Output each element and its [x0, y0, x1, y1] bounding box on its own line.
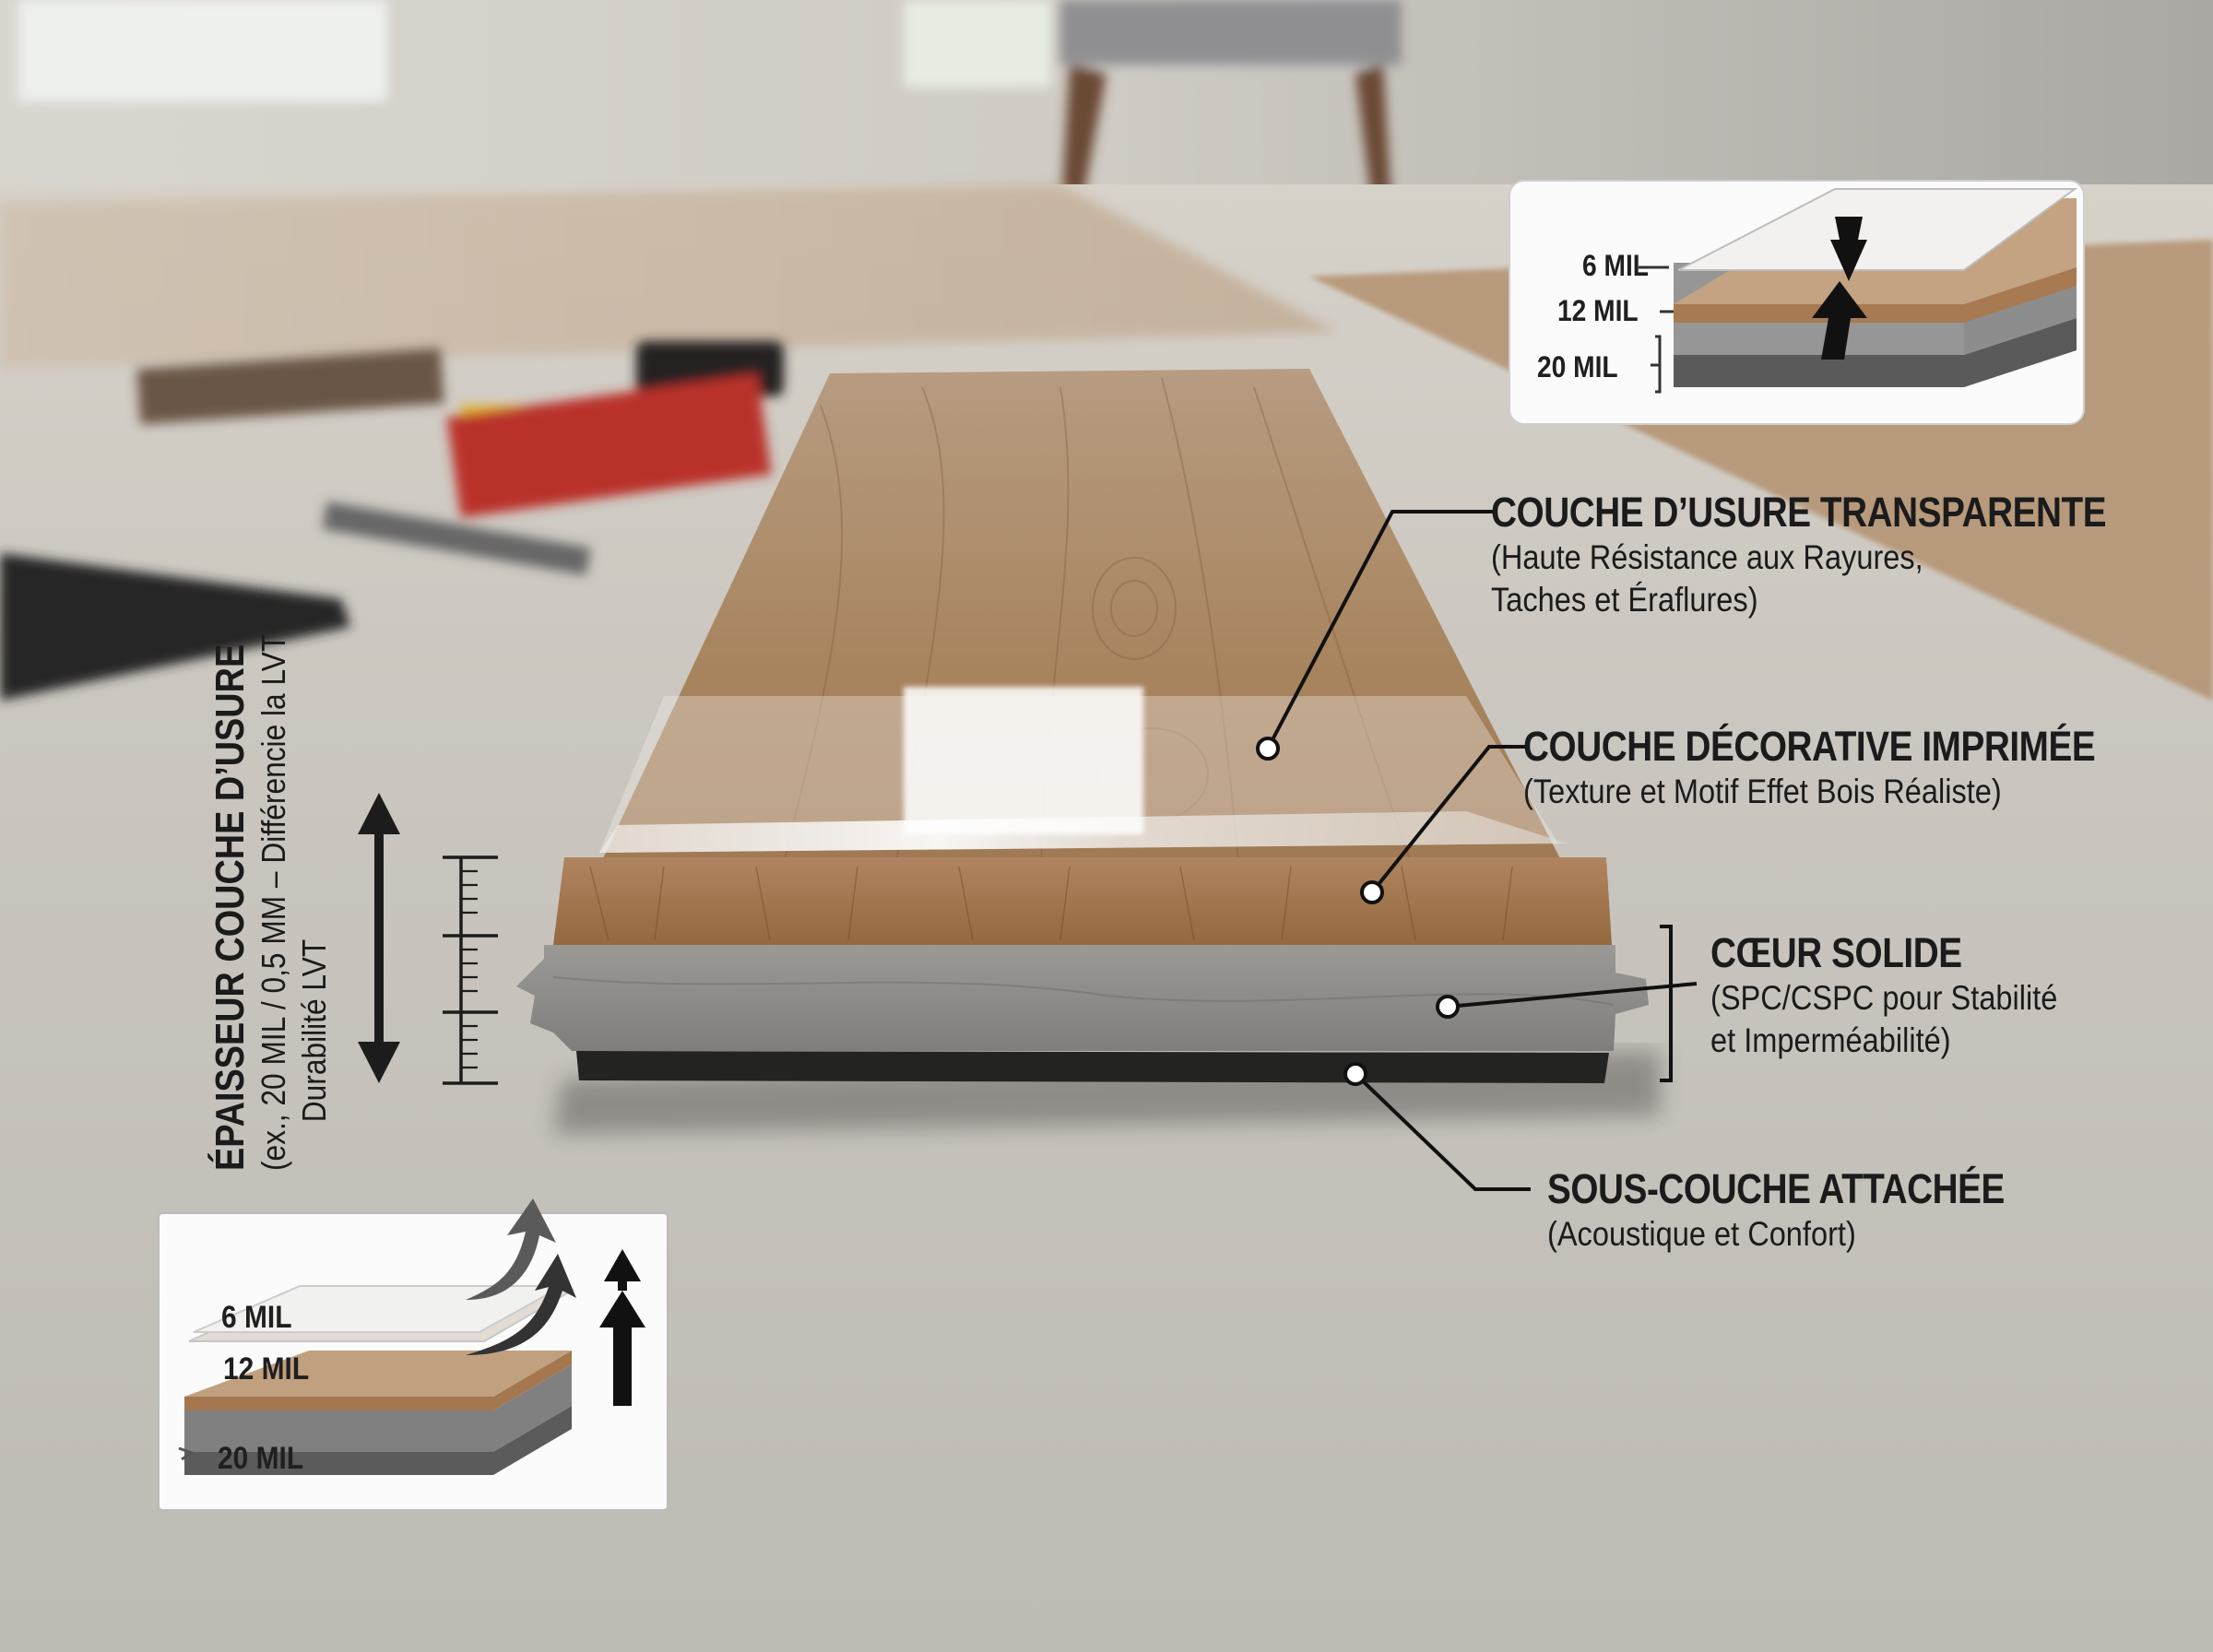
thickness-title: ÉPAISSEUR COUCHE D’USURE	[207, 643, 253, 1171]
core-bracket	[1660, 925, 1673, 1082]
tools	[0, 341, 784, 701]
underlay-layer	[576, 1051, 1609, 1083]
inset-tr-label-6mil: 6 MIL	[1582, 249, 1649, 282]
double-arrow-icon	[358, 793, 400, 1083]
callout-decor-layer: COUCHE DÉCORATIVE IMPRIMÉE (Texture et M…	[1523, 723, 2188, 813]
callout-decor-title: COUCHE DÉCORATIVE IMPRIMÉE	[1523, 723, 2096, 770]
callout-decor-line1: (Texture et Motif Effet Bois Réaliste)	[1523, 773, 2002, 810]
callout-wear-layer: COUCHE D’USURE TRANSPARENTE (Haute Résis…	[1491, 489, 2207, 621]
plank-top-surface	[562, 369, 1604, 945]
leader-lines	[1266, 510, 1698, 1191]
core-layer	[516, 945, 1649, 1051]
leader-wear	[1266, 510, 1494, 749]
dot-underlay	[1343, 1062, 1367, 1086]
leader-underlay	[1354, 1072, 1531, 1191]
dot-wear	[1256, 737, 1280, 761]
inset-bottom-left	[158, 1198, 669, 1511]
leader-decor	[1370, 745, 1526, 894]
leader-core	[1447, 982, 1698, 1009]
callout-core-title: CŒUR SOLIDE	[1710, 929, 1962, 976]
decor-edge	[553, 857, 1612, 945]
callout-underlay-line1: (Acoustique et Confort)	[1547, 1215, 1856, 1253]
inset-bl-label-6mil: 6 MIL	[221, 1300, 292, 1335]
inset-tr-label-20mil: 20 MIL	[1537, 350, 1618, 384]
callout-core-layer: CŒUR SOLIDE (SPC/CSPC pour Stabilité et …	[1710, 929, 2105, 1062]
thickness-line2: Durabilité LVT	[295, 938, 333, 1123]
film-glare	[904, 687, 1143, 834]
thickness-label: ÉPAISSEUR COUCHE D’USURE (ex., 20 MIL / …	[207, 544, 335, 1171]
callout-underlay-title: SOUS-COUCHE ATTACHÉE	[1547, 1165, 2005, 1212]
bg-plank-left	[0, 184, 1337, 369]
thickness-line1: (ex., 20 MIL / 0,5 MM – Différencie la L…	[254, 633, 292, 1171]
window-left	[18, 0, 387, 101]
inset-top-right	[1509, 180, 2085, 425]
chair	[1060, 0, 1402, 221]
callout-core-line1: (SPC/CSPC pour Stabilité	[1710, 979, 2058, 1017]
dot-core	[1436, 995, 1460, 1019]
inset-bl-label-12mil: 12 MIL	[223, 1351, 310, 1386]
callout-core-line2: et Imperméabilité)	[1710, 1021, 1951, 1059]
callout-wear-line1: (Haute Résistance aux Rayures,	[1491, 538, 1923, 576]
inset-tr-label-12mil: 12 MIL	[1557, 294, 1639, 327]
dot-decor	[1360, 880, 1384, 904]
leader-dots	[1256, 737, 1460, 1086]
ruler	[443, 856, 498, 1085]
callout-wear-line2: Taches et Éraflures)	[1491, 581, 1758, 619]
window-center	[904, 0, 1051, 88]
inset-bl-label-20mil: 20 MIL	[218, 1441, 304, 1476]
callout-underlay-layer: SOUS-COUCHE ATTACHÉE (Acoustique et Conf…	[1547, 1165, 2079, 1256]
callout-wear-title: COUCHE D’USURE TRANSPARENTE	[1491, 489, 2107, 536]
